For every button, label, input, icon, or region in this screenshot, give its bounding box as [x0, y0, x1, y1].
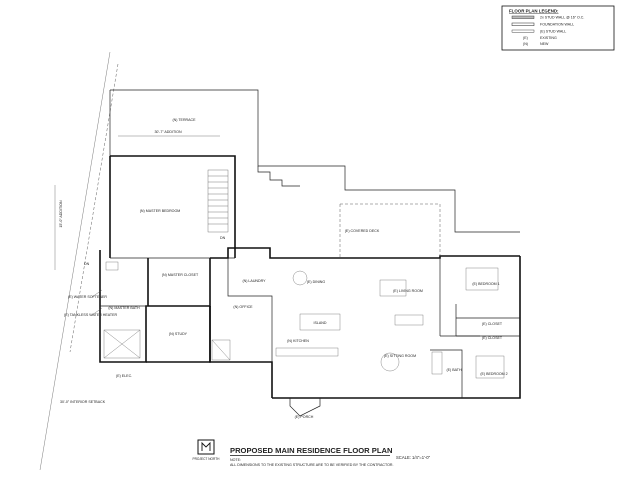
legend-item-label: EXISTING — [540, 36, 557, 40]
room-label-porch: (E) PORCH — [295, 415, 314, 419]
drawing-title: PROPOSED MAIN RESIDENCE FLOOR PLAN — [230, 446, 392, 455]
sofa — [394, 314, 424, 326]
room-label-closet: (E) CLOSET — [482, 322, 503, 326]
shower — [103, 329, 141, 359]
porch-outline — [289, 398, 321, 417]
setback-line — [69, 63, 119, 353]
shower-office — [211, 339, 231, 361]
dn-label: DN — [84, 262, 90, 266]
room-label-bedroom-2: (E) BEDROOM 2 — [480, 372, 507, 376]
covered-deck-outline — [340, 203, 441, 258]
existing-tag-icon: (E) — [523, 36, 528, 40]
room-label-bath: (E) BATH — [446, 368, 462, 372]
bed — [475, 355, 505, 379]
master-wing — [99, 155, 236, 363]
legend-thick-wall-symbol — [511, 15, 535, 19]
room-label-study: (N) STUDY — [169, 332, 188, 336]
room-label-master-bedroom: (N) MASTER BEDROOM — [140, 209, 181, 213]
legend-title: FLOOR PLAN LEGEND: — [509, 9, 559, 14]
stair-dn-label: DN — [220, 236, 226, 240]
office-wall — [227, 258, 273, 362]
legend-item-label: FOUNDATION WALL — [540, 23, 574, 27]
logo-text: PROJECT NORTH — [193, 457, 221, 461]
sofa — [379, 279, 407, 297]
elec-note: (E) ELEC. — [116, 374, 132, 378]
water-softener-note: (E) WATER SOFTENER — [68, 295, 107, 299]
kitchen-counter — [275, 347, 339, 357]
room-label-island: ISLAND — [314, 321, 327, 325]
legend-frame — [501, 5, 615, 51]
water-heater-note: (E) TANKLESS WATER HEATER — [64, 313, 118, 317]
legend-foundation-wall-symbol — [511, 22, 535, 26]
legend-item-label: (E) STUD WALL — [540, 29, 566, 33]
bed — [465, 267, 499, 291]
north-wall — [210, 247, 520, 259]
stair-treads — [208, 175, 228, 225]
new-tag-icon: (N) — [523, 42, 528, 46]
note-label: NOTE: — [230, 458, 241, 462]
room-label-covered-deck: (E) COVERED DECK — [345, 229, 380, 233]
annotations: 30'-7" ADDITION 15'-0" ADDITION DN DN (E… — [59, 130, 226, 404]
room-label-dining: (E) DINING — [307, 280, 326, 284]
setback-note: 30'-0" INTERIOR SETBACK — [60, 400, 106, 404]
tub — [431, 351, 443, 375]
bath-study-wall — [99, 250, 211, 363]
leader-line — [91, 289, 103, 298]
terrace-boundary — [110, 89, 520, 233]
legend-stud-wall-symbol — [511, 29, 535, 33]
vanity — [105, 261, 119, 271]
legend-item-label: 2x STUD WALL @ 16" O.C. — [540, 16, 584, 20]
legend: FLOOR PLAN LEGEND: 2x STUD WALL @ 16" O.… — [501, 5, 615, 51]
note-text: ALL DIMENSIONS TO THE EXISTING STRUCTURE… — [230, 463, 393, 467]
room-label-terrace: (N) TERRACE — [172, 118, 196, 122]
shower-cross — [103, 329, 141, 359]
room-label-kitchen: (N) KITCHEN — [287, 339, 309, 343]
room-label-office: (N) OFFICE — [233, 305, 253, 309]
leader-line — [91, 307, 103, 316]
closet-walls — [455, 304, 520, 337]
scale-label: SCALE: — [396, 455, 411, 460]
stair — [207, 169, 229, 233]
property-lines — [39, 51, 119, 471]
east-south-wall — [272, 256, 521, 399]
legend-item-label: NEW — [540, 42, 549, 46]
room-label-bedroom-1: (E) BEDROOM 1 — [472, 282, 499, 286]
island-outline — [299, 313, 341, 331]
shower-office-diag — [211, 339, 231, 361]
north-arrow-icon — [201, 441, 211, 451]
west-wall — [209, 306, 273, 398]
addition-depth-dimension: 15'-0" ADDITION — [59, 200, 63, 228]
scale-value: 1/4"=1'-0" — [412, 455, 431, 460]
dining-table — [292, 270, 308, 286]
room-label-sitting-room: (E) SITTING ROOM — [384, 354, 416, 358]
sitting-table — [380, 352, 400, 372]
room-label-closet: (E) CLOSET — [482, 336, 503, 340]
main-house — [209, 247, 521, 399]
room-labels: (N) TERRACE (N) MASTER BEDROOM (N) MASTE… — [108, 118, 507, 419]
deck-porch — [289, 203, 441, 417]
terrace-steps — [257, 166, 300, 187]
title-block: PROJECT NORTH PROPOSED MAIN RESIDENCE FL… — [193, 439, 431, 467]
room-label-master-bath: (N) MASTER BATH — [108, 306, 140, 310]
addition-width-dimension: 30'-7" ADDITION — [154, 130, 182, 134]
bath-walls — [430, 349, 463, 398]
room-label-living-room: (E) LIVING ROOM — [393, 289, 423, 293]
master-bedroom-wall — [110, 155, 236, 258]
room-label-laundry: (N) LAUNDRY — [242, 279, 266, 283]
room-label-master-closet: (N) MASTER CLOSET — [162, 273, 199, 277]
terrace-outline — [109, 89, 520, 233]
property-line — [39, 51, 111, 471]
